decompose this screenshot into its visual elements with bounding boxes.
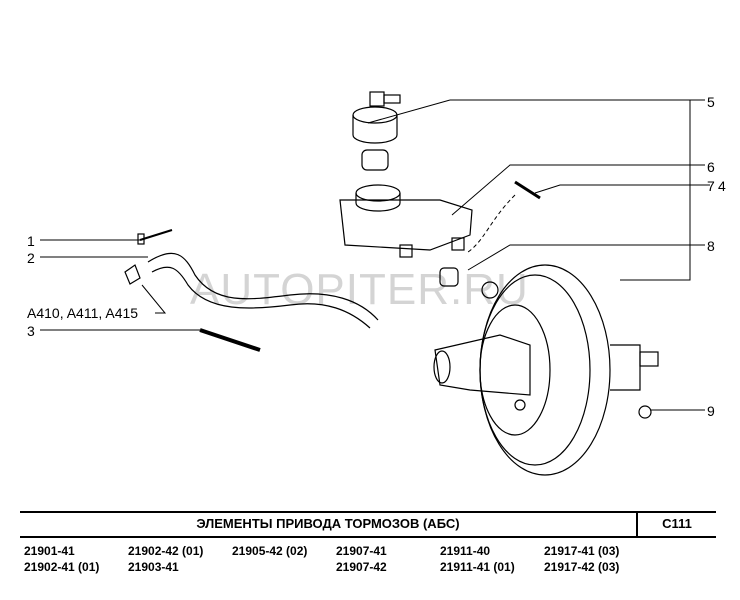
watermark: AUTOPITER.RU (190, 265, 529, 314)
callout-3: 3 (27, 323, 35, 339)
pin (514, 180, 541, 200)
divider (636, 511, 638, 537)
model: 21901-41 (24, 544, 75, 558)
callout-5: 5 (707, 94, 715, 110)
model: 21907-42 (336, 560, 387, 574)
model: 21917-41 (03) (544, 544, 620, 558)
tie-strap (199, 328, 261, 352)
model: 21917-42 (03) (544, 560, 620, 574)
callout-2: 2 (27, 250, 35, 266)
callout-ref: A410, A411, A415 (27, 305, 139, 321)
model: 21911-41 (01) (440, 560, 515, 574)
brake-fluid-reservoir (339, 184, 473, 258)
callout-4: 4 (718, 178, 726, 194)
model: 21902-41 (01) (24, 560, 100, 574)
model: 21902-42 (01) (128, 544, 204, 558)
footer-bottom-rule (20, 536, 716, 538)
diagram-title: ЭЛЕМЕНТЫ ПРИВОДА ТОРМОЗОВ (АБС) (196, 516, 460, 531)
vacuum-booster (479, 264, 659, 476)
clamp-1 (137, 229, 173, 245)
callout-9: 9 (707, 403, 715, 419)
brake-parts-diagram (40, 91, 710, 476)
footer-top-rule (20, 511, 716, 513)
fitting (124, 264, 141, 285)
leader-lines (40, 99, 710, 411)
nut (638, 405, 652, 419)
callout-1: 1 (27, 233, 35, 249)
callout-7: 7 (707, 178, 715, 194)
callout-6: 6 (707, 159, 715, 175)
hose (147, 252, 379, 329)
master-cylinder (433, 334, 531, 411)
callout-8: 8 (707, 238, 715, 254)
model: 21905-42 (02) (232, 544, 308, 558)
reservoir-cap (352, 91, 401, 171)
model: 21911-40 (440, 544, 491, 558)
diagram-code: С111 (662, 516, 692, 531)
footer-title-row: ЭЛЕМЕНТЫ ПРИВОДА ТОРМОЗОВ (АБС) С111 (20, 511, 716, 537)
model: 21907-41 (336, 544, 387, 558)
grommet (439, 267, 499, 299)
model: 21903-41 (128, 560, 179, 574)
